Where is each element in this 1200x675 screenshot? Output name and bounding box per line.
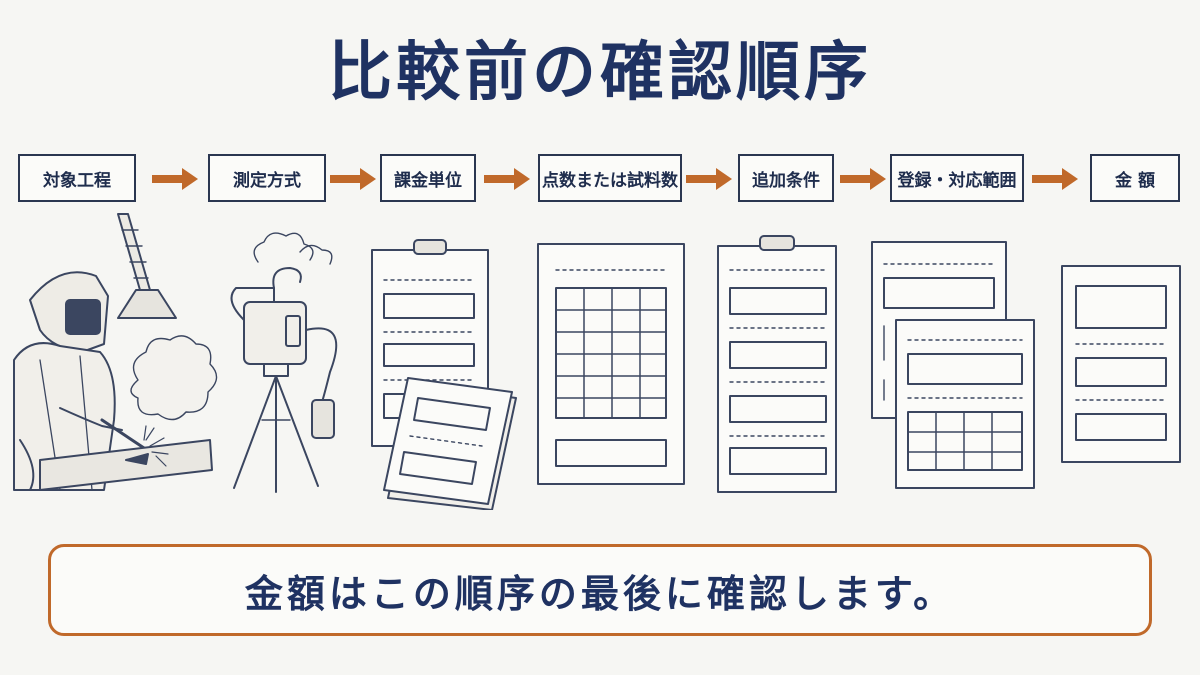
clipboard-checklist-icon: [717, 235, 837, 493]
clipboard-with-papers-icon: [371, 239, 517, 510]
arrow-right-icon: [840, 168, 886, 190]
page-title: 比較前の確認順序: [328, 36, 872, 110]
stacked-forms-icon: [871, 241, 1035, 489]
step-measurement-method: 測定方式: [208, 154, 326, 202]
step-billing-unit: 課金単位: [380, 154, 476, 202]
arrow-right-icon: [1032, 168, 1078, 190]
step-points-or-samples: 点数または試料数: [538, 154, 682, 202]
tripod-sampler-icon: [230, 232, 338, 493]
step-label: 課金単位: [394, 170, 462, 191]
grid-form-icon: [537, 243, 685, 485]
step-label: 追加条件: [752, 170, 820, 191]
arrow-right-icon: [152, 168, 198, 190]
step-amount: 金 額: [1090, 154, 1180, 202]
summary-document-icon: [1061, 265, 1181, 463]
welder-with-fume-hood-icon: [13, 213, 218, 491]
arrow-right-icon: [686, 168, 732, 190]
arrow-right-icon: [484, 168, 530, 190]
callout-text: 金額はこの順序の最後に確認します。: [244, 571, 956, 616]
step-label: 点数または試料数: [542, 170, 678, 191]
arrow-right-icon: [330, 168, 376, 190]
step-label: 測定方式: [233, 170, 301, 191]
step-label: 金 額: [1115, 170, 1155, 191]
summary-callout: 金額はこの順序の最後に確認します。: [48, 544, 1152, 636]
step-target-process: 対象工程: [18, 154, 136, 202]
step-additional-conditions: 追加条件: [738, 154, 834, 202]
illustration-strip: [13, 213, 1181, 510]
step-label: 対象工程: [43, 170, 111, 191]
step-registration-scope: 登録・対応範囲: [890, 154, 1024, 202]
step-label: 登録・対応範囲: [897, 170, 1017, 191]
